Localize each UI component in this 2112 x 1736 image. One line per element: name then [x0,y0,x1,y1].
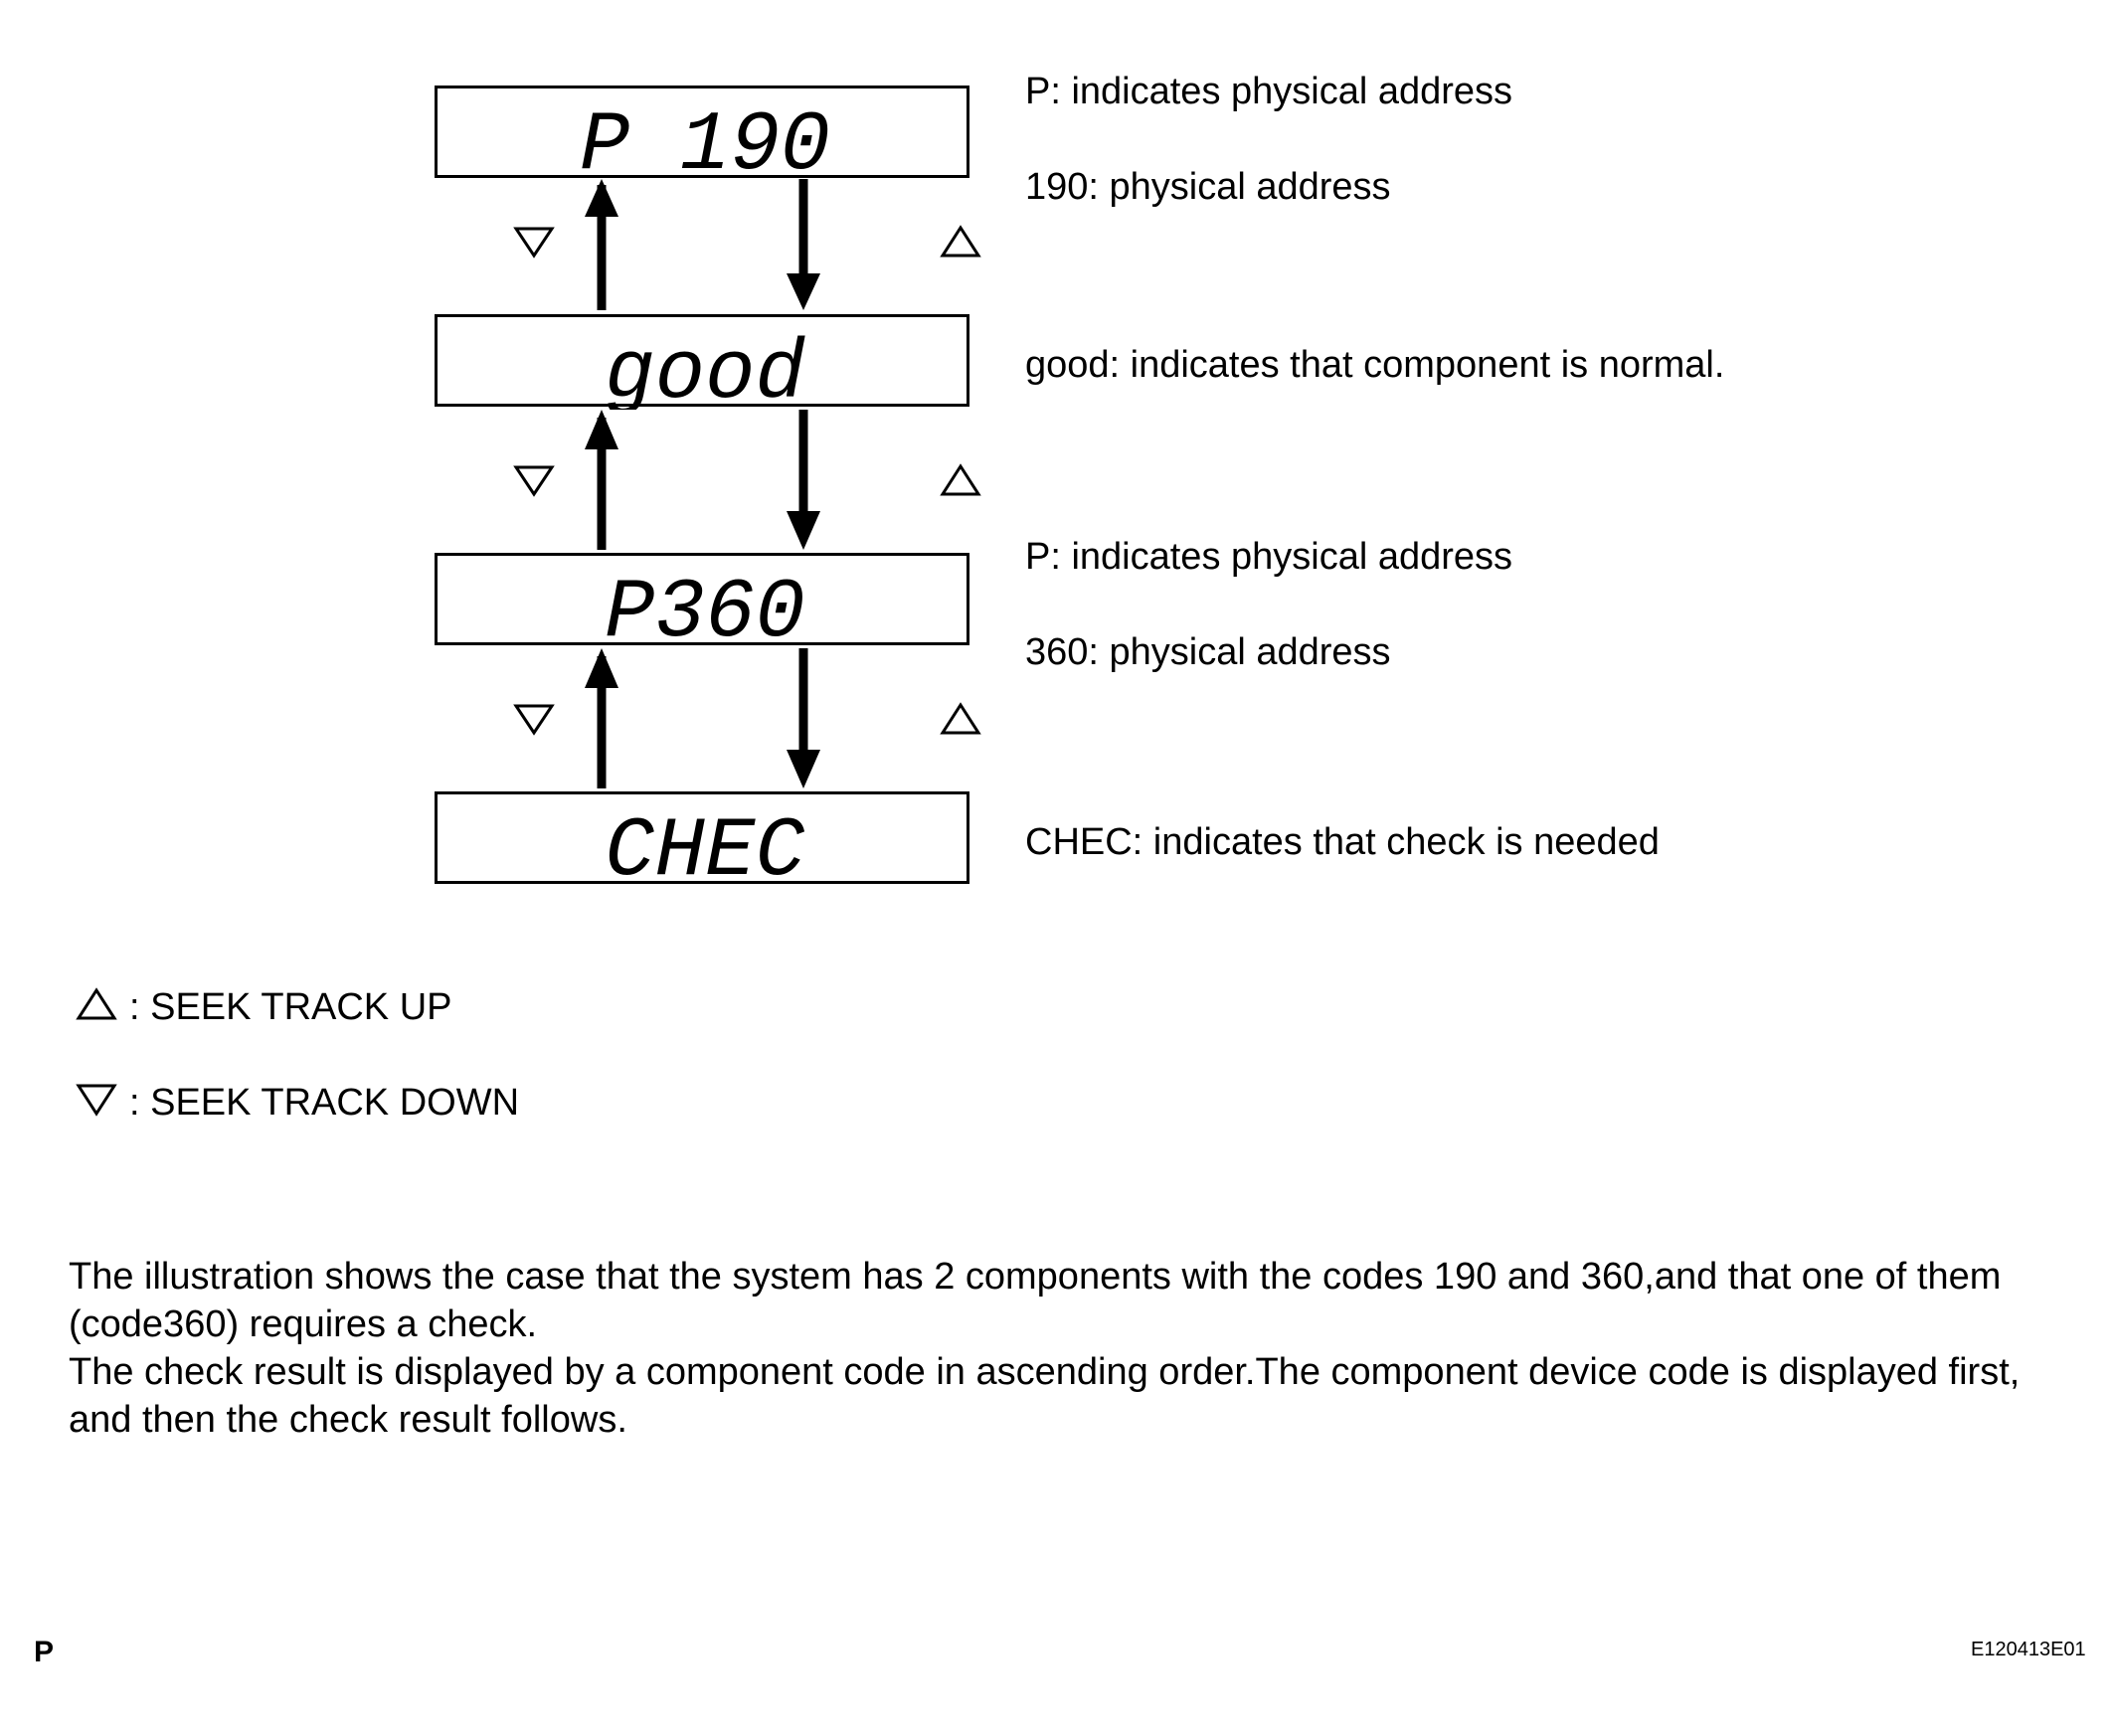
legend-down-label: : SEEK TRACK DOWN [129,1082,520,1124]
description-paragraph-1: The illustration shows the case that the… [69,1256,2002,1345]
note-p190-address: 190: physical address [1025,166,1391,208]
arrow-down-3 [787,648,820,788]
display-code: CHEC [605,805,805,887]
arrow-down-2 [787,410,820,550]
segment-display: CHEC [605,805,805,887]
note-p360-address: 360: physical address [1025,631,1391,673]
display-code: P360 [605,567,805,648]
display-chec: CHEC [435,791,969,887]
triangle-down-icon [513,704,555,736]
note-good: good: indicates that component is normal… [1025,344,1725,386]
arrow-up-2 [585,410,618,550]
display-p360: P360 [435,553,969,648]
triangle-up-icon [940,463,981,496]
note-p360-prefix: P: indicates physical address [1025,536,1513,578]
display-good: good [435,314,969,410]
footer-section-letter: P [34,1636,55,1668]
triangle-down-icon [513,465,555,497]
triangle-down-icon [513,227,555,259]
figure-id: E120413E01 [1971,1639,2086,1660]
note-chec: CHEC: indicates that check is needed [1025,821,1660,863]
note-p190-prefix: P: indicates physical address [1025,71,1513,112]
triangle-up-icon [940,702,981,735]
segment-display: good [605,328,805,410]
arrow-up-3 [585,648,618,788]
display-p190: P 190 [435,86,969,181]
segment-display: P360 [605,567,805,648]
triangle-down-icon [76,1084,117,1117]
segment-display: P 190 [580,99,830,181]
triangle-up-icon [940,225,981,258]
arrow-up-1 [585,179,618,310]
description-paragraph-2: The check result is displayed by a compo… [69,1351,2021,1441]
triangle-up-icon [76,987,117,1020]
description: The illustration shows the case that the… [69,1253,2057,1444]
display-code: good [605,328,805,410]
legend-up-label: : SEEK TRACK UP [129,986,452,1028]
arrow-down-1 [787,179,820,310]
display-code: P 190 [580,99,830,181]
